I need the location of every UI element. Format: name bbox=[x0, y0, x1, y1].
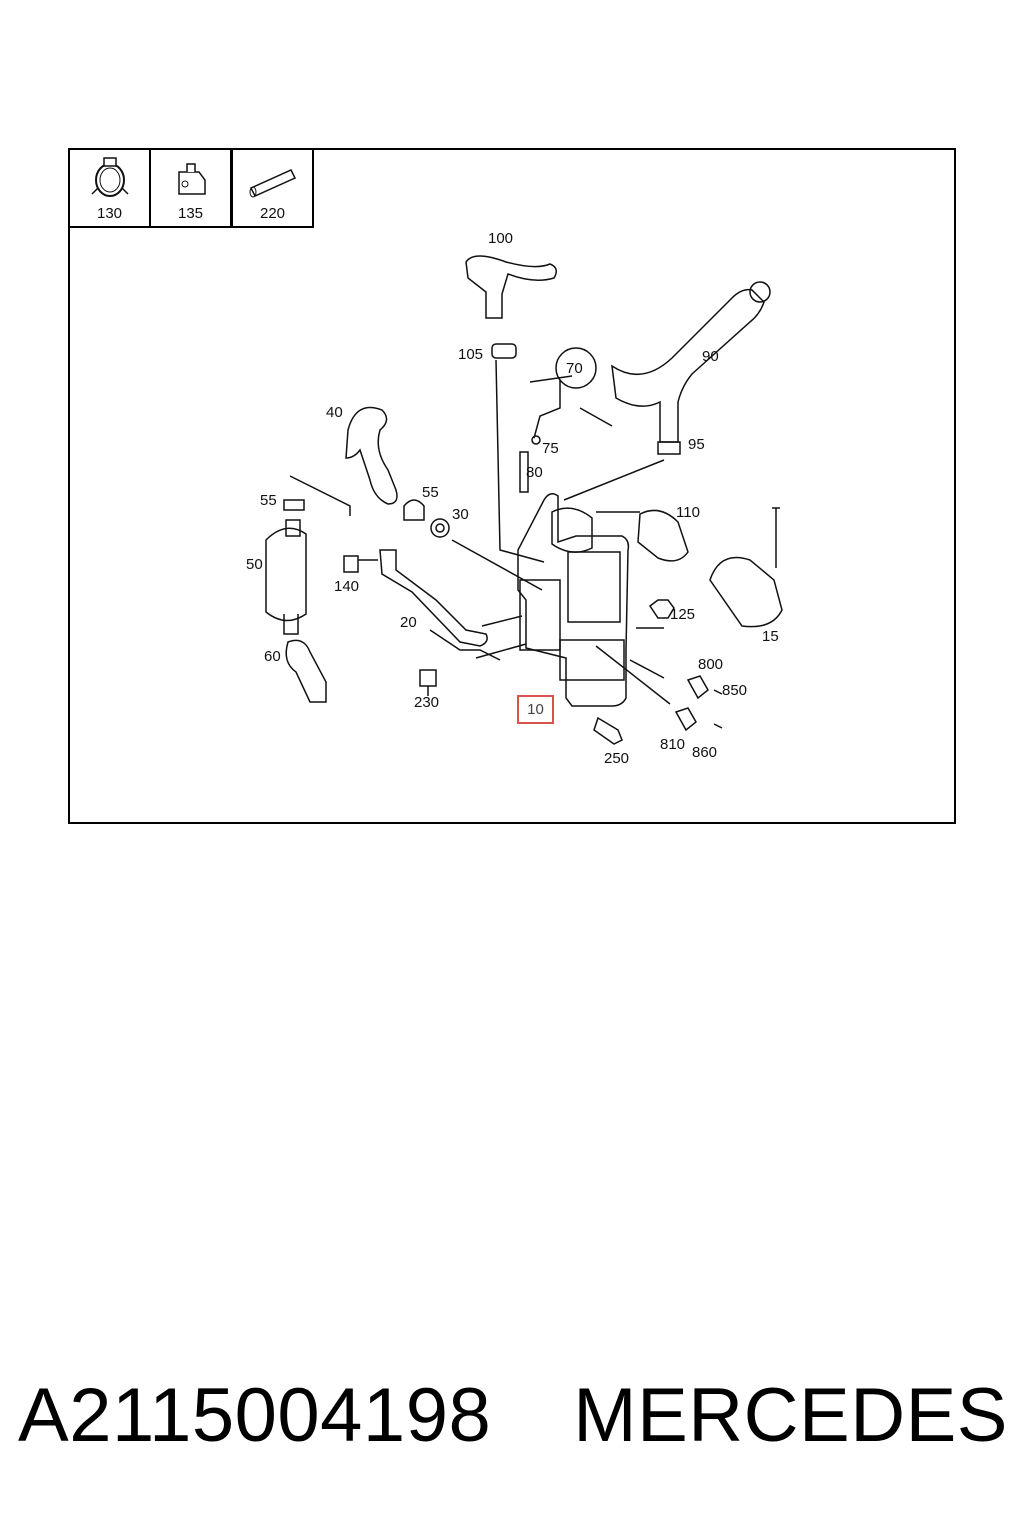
footer: A2115004198 MERCEDES bbox=[18, 1372, 1008, 1459]
highlighted-part-10[interactable]: 10 bbox=[517, 695, 554, 724]
callout-80: 80 bbox=[526, 464, 543, 481]
sensor-800 bbox=[686, 675, 709, 700]
callout-860: 860 bbox=[692, 744, 717, 761]
callout-40: 40 bbox=[326, 404, 343, 421]
callout-20: 20 bbox=[400, 614, 417, 631]
callout-30: 30 bbox=[452, 506, 469, 523]
legend-cell-135: 135 bbox=[149, 148, 232, 228]
bolt-230 bbox=[419, 669, 437, 696]
callout-230: 230 bbox=[414, 694, 439, 711]
callout-50: 50 bbox=[246, 556, 263, 573]
clamp-55-right bbox=[403, 499, 425, 521]
legend-label: 130 bbox=[96, 205, 123, 222]
nut-125 bbox=[648, 599, 675, 619]
clamp-95 bbox=[657, 441, 681, 455]
callout-810: 810 bbox=[660, 736, 685, 753]
callout-15: 15 bbox=[762, 628, 779, 645]
callout-60: 60 bbox=[264, 648, 281, 665]
clamp-105 bbox=[491, 343, 517, 359]
hose-100 bbox=[465, 255, 557, 319]
callout-140: 140 bbox=[334, 578, 359, 595]
sensor-810 bbox=[674, 707, 697, 732]
legend-cell-220: 220 bbox=[231, 148, 314, 228]
tube-80 bbox=[519, 451, 529, 493]
callout-800: 800 bbox=[698, 656, 723, 673]
legend-label: 135 bbox=[177, 205, 204, 222]
callout-100: 100 bbox=[488, 230, 513, 247]
callout-105: 105 bbox=[458, 346, 483, 363]
part-number: A2115004198 bbox=[18, 1373, 492, 1458]
bracket-20 bbox=[379, 549, 488, 647]
bolt-140 bbox=[343, 555, 378, 573]
legend-label: 220 bbox=[259, 205, 286, 222]
tube-sleeve-icon bbox=[249, 169, 297, 198]
heater-unit bbox=[517, 493, 630, 707]
callout-ring-70 bbox=[555, 347, 597, 389]
callout-55: 55 bbox=[260, 492, 277, 509]
brand-name: MERCEDES bbox=[573, 1373, 1008, 1458]
hose-clamp-icon bbox=[91, 157, 129, 197]
callout-95: 95 bbox=[688, 436, 705, 453]
legend-cell-130: 130 bbox=[68, 148, 151, 228]
callout-75: 75 bbox=[542, 440, 559, 457]
hose-40 bbox=[345, 406, 398, 505]
callout-70: 70 bbox=[566, 360, 583, 377]
hose-90 bbox=[611, 288, 765, 443]
clip-icon bbox=[178, 163, 206, 195]
callout-850: 850 bbox=[722, 682, 747, 699]
seal-30 bbox=[430, 518, 450, 538]
callout-125: 125 bbox=[670, 606, 695, 623]
bolt-250 bbox=[593, 716, 623, 745]
callout-55: 55 bbox=[422, 484, 439, 501]
callout-90: 90 bbox=[702, 348, 719, 365]
pipe-60 bbox=[285, 639, 327, 703]
muffler-50 bbox=[265, 527, 307, 622]
diagram-frame bbox=[68, 148, 956, 824]
blower-110 bbox=[637, 509, 689, 562]
clamp-55-left bbox=[283, 499, 305, 511]
parts-diagram: 100 105 90 70 40 75 95 80 55 55 30 110 5… bbox=[246, 230, 783, 767]
pump-15 bbox=[709, 556, 783, 628]
callout-250: 250 bbox=[604, 750, 629, 767]
callout-110: 110 bbox=[676, 504, 700, 521]
